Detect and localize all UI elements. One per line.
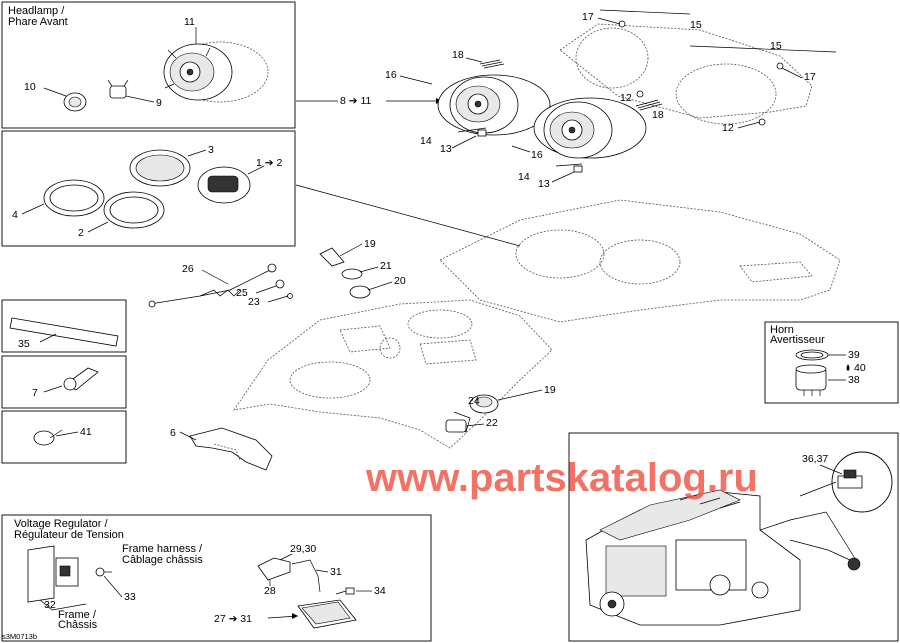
regulator-drawing: [27, 545, 357, 629]
frame-harness-label-en: Frame harness /: [122, 543, 203, 555]
callout-39: 39: [848, 349, 860, 361]
engine-box: 36,37: [568, 432, 899, 642]
callout-21: 21: [380, 260, 392, 272]
callout-31: 31: [330, 566, 342, 578]
callout-1-to-2: 1 ➔ 2: [256, 157, 282, 169]
headlamp-title-en: Headlamp /: [8, 5, 65, 17]
part-box-41: 41: [1, 410, 127, 464]
part-box-35: 35: [1, 299, 127, 353]
callout-15-right: 15: [770, 40, 782, 52]
callout-13-lower: 13: [538, 178, 550, 190]
callout-16: 16: [385, 69, 397, 81]
callout-22: 22: [486, 417, 498, 429]
frame-harness-label-fr: Câblage châssis: [122, 554, 203, 566]
engine-drawing: [585, 451, 893, 626]
callout-19-lower: 19: [544, 384, 556, 396]
headlamp-bracket-drawing: [437, 9, 837, 173]
callout-9: 9: [156, 97, 162, 109]
regulator-callouts: 33 32 29,30 28 31 34 27 ➔ 31: [44, 543, 386, 625]
callout-17-right: 17: [804, 71, 816, 83]
callout-13: 13: [440, 143, 452, 155]
callout-16-lower: 16: [531, 149, 543, 161]
callout-18: 18: [452, 49, 464, 61]
callout-20: 20: [394, 275, 406, 287]
horn-title-en: Horn: [770, 324, 794, 336]
callout-29-30: 29,30: [290, 543, 316, 555]
callout-17: 17: [582, 11, 594, 23]
headlamp-right-callouts: 17 15 18 16 15 17 12 18 12 14 13 16 14 1…: [385, 11, 816, 190]
frame-label-en: Frame /: [58, 609, 97, 621]
callout-19: 19: [364, 238, 376, 250]
gauges-box: 3 1 ➔ 2 4 2: [1, 130, 296, 247]
callout-14-lower: 14: [518, 171, 530, 183]
frame-label-fr: Châssis: [58, 619, 98, 631]
regulator-title-fr: Régulateur de Tension: [14, 529, 124, 541]
callout-8-to-11: 8 ➔ 11: [340, 95, 372, 107]
watermark: www.partskatalog.ru: [365, 456, 758, 500]
callout-24: 24: [468, 395, 480, 407]
callout-41: 41: [80, 426, 92, 438]
part-6-drawing: 6: [170, 427, 273, 471]
callout-33: 33: [124, 591, 136, 603]
headlamp-assembly-drawing: [63, 41, 269, 112]
callout-15: 15: [690, 19, 702, 31]
callout-32: 32: [44, 599, 56, 611]
callout-25: 25: [236, 287, 248, 299]
part-box-7: 7: [1, 355, 127, 409]
callout-26: 26: [182, 263, 194, 275]
gauges-callouts: 3 1 ➔ 2 4 2: [12, 144, 282, 239]
callout-12: 12: [620, 92, 632, 104]
callout-40: 40: [854, 362, 866, 374]
callout-12-right: 12: [722, 122, 734, 134]
regulator-box: Voltage Regulator / Régulateur de Tensio…: [1, 514, 432, 642]
callout-10: 10: [24, 81, 36, 93]
callout-27-to-31: 27 ➔ 31: [214, 613, 252, 625]
regulator-title-en: Voltage Regulator /: [14, 518, 109, 530]
callout-6: 6: [170, 427, 176, 439]
callout-35: 35: [18, 338, 30, 350]
callout-23: 23: [248, 296, 260, 308]
callout-14: 14: [420, 135, 432, 147]
horn-title-fr: Avertisseur: [770, 334, 825, 346]
headlamp-title-fr: Phare Avant: [8, 16, 68, 28]
callout-3: 3: [208, 144, 214, 156]
callout-38: 38: [848, 374, 860, 386]
drawing-code: s3M0713b: [2, 632, 37, 641]
headlamp-box: Headlamp / Phare Avant 11 10 9: [1, 1, 296, 129]
callout-18-right: 18: [652, 109, 664, 121]
callout-36-37: 36,37: [802, 453, 828, 465]
console-drawing: [148, 247, 553, 449]
callout-4: 4: [12, 209, 18, 221]
horn-box: Horn Avertisseur 39 40 38: [764, 321, 899, 404]
callout-7: 7: [32, 387, 38, 399]
callout-group-8-11: 8 ➔ 11: [296, 95, 442, 107]
console-callouts: 19 26 21 25 20 23 19 24 22: [182, 238, 556, 429]
callout-2: 2: [78, 227, 84, 239]
callout-34: 34: [374, 585, 386, 597]
headlamp-callouts: 11 10 9: [24, 16, 197, 109]
hood-drawing: [295, 184, 841, 323]
callout-28: 28: [264, 585, 276, 597]
callout-11: 11: [184, 16, 195, 28]
gauges-drawing: [43, 149, 251, 229]
